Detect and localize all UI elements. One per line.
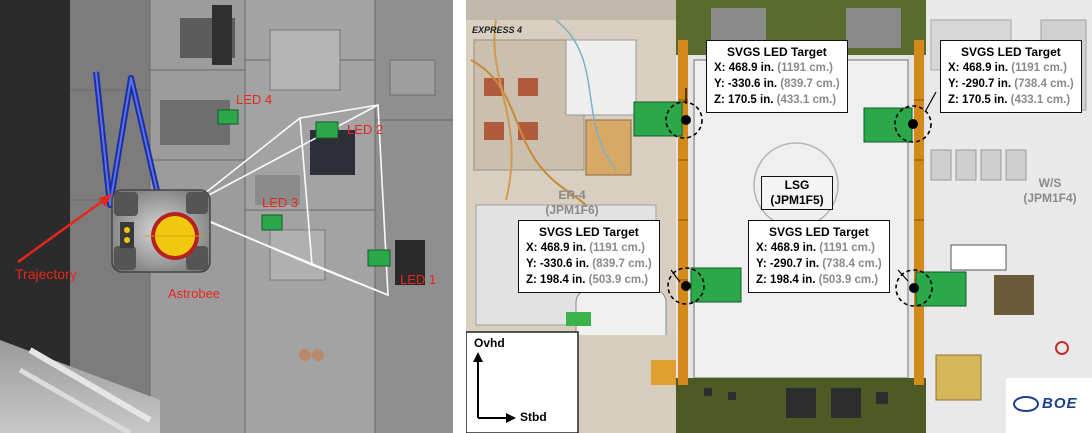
callout-y-row: Y: -330.6 in. (839.7 cm.): [526, 256, 652, 272]
callout-z-row: Z: 198.4 in. (503.9 cm.): [526, 272, 652, 288]
er4-code: (JPM1F6): [545, 203, 599, 217]
callout-z-row: Z: 198.4 in. (503.9 cm.): [756, 272, 882, 288]
led-2-label: LED 2: [347, 122, 384, 137]
led-4-label: LED 4: [236, 92, 273, 107]
callout-y-row: Y: -330.6 in. (839.7 cm.): [714, 76, 840, 92]
y-cm-value: (839.7 cm.): [592, 258, 652, 270]
z-cm-value: (433.1 cm.): [776, 94, 837, 106]
callout-x-row: X: 468.9 in. (1191 cm.): [948, 60, 1074, 76]
ws-name: W/S: [1038, 176, 1062, 190]
callout-x-row: X: 468.9 in. (1191 cm.): [714, 60, 840, 76]
y-cm-value: (738.4 cm.): [1014, 78, 1074, 90]
lsg-zone-label: LSG (JPM1F5): [761, 176, 833, 210]
led-target-bottom-left: [667, 267, 742, 305]
astrobee-robot-graphic: [111, 189, 211, 273]
z-value: Z: 198.4 in.: [526, 274, 586, 286]
led-target-callout-2: SVGS LED Target X: 468.9 in. (1191 cm.) …: [940, 40, 1082, 113]
x-cm-value: (1191 cm.): [589, 242, 645, 254]
callout-title: SVGS LED Target: [726, 45, 827, 59]
ovhd-direction-label: Ovhd: [474, 336, 505, 350]
x-value: X: 468.9 in.: [526, 242, 587, 254]
boeing-logo: BOE: [1042, 395, 1078, 412]
callout-title: SVGS LED Target: [768, 225, 869, 239]
led-target-callout-4: SVGS LED Target X: 468.9 in. (1191 cm.) …: [748, 220, 890, 293]
y-value: Y: -290.7 in.: [948, 78, 1012, 90]
lsg-name: LSG: [784, 178, 810, 192]
callout-z-row: Z: 170.5 in. (433.1 cm.): [714, 92, 840, 108]
y-value: Y: -290.7 in.: [756, 258, 820, 270]
led-target-callout-3: SVGS LED Target X: 468.9 in. (1191 cm.) …: [518, 220, 660, 293]
x-cm-value: (1191 cm.): [1011, 62, 1067, 74]
led-1-label: LED 1: [400, 272, 437, 287]
y-value: Y: -330.6 in.: [526, 258, 590, 270]
z-cm-value: (503.9 cm.): [588, 274, 649, 286]
express-rack-label: EXPRESS 4: [472, 25, 523, 35]
led-target-top-right: [863, 105, 932, 143]
x-value: X: 468.9 in.: [756, 242, 817, 254]
rack-layout-panel: EXPRESS 4 ER-4 (JPM1F6) LSG (JPM1F5) W/S…: [466, 0, 1092, 433]
led-target-top-left: [633, 101, 703, 139]
callout-x-row: X: 468.9 in. (1191 cm.): [526, 240, 652, 256]
z-cm-value: (503.9 cm.): [818, 274, 879, 286]
ws-code: (JPM1F4): [1023, 191, 1077, 205]
callout-y-row: Y: -290.7 in. (738.4 cm.): [756, 256, 882, 272]
iss-scene-panel: LED 4 LED 2 LED 3 LED 1 Trajectory Astro…: [0, 0, 453, 433]
er4-zone-label: ER-4 (JPM1F6): [532, 188, 612, 218]
stbd-direction-label: Stbd: [520, 410, 547, 424]
y-cm-value: (839.7 cm.): [780, 78, 840, 90]
z-value: Z: 198.4 in.: [756, 274, 816, 286]
z-value: Z: 170.5 in.: [948, 94, 1008, 106]
callout-title: SVGS LED Target: [538, 225, 639, 239]
led-3-label: LED 3: [262, 195, 299, 210]
ws-zone-label: W/S (JPM1F4): [1014, 176, 1086, 206]
y-cm-value: (738.4 cm.): [822, 258, 882, 270]
iss-scene-illustration: [0, 0, 453, 433]
callout-z-row: Z: 170.5 in. (433.1 cm.): [948, 92, 1074, 108]
er4-name: ER-4: [558, 188, 586, 202]
x-cm-value: (1191 cm.): [777, 62, 833, 74]
callout-title: SVGS LED Target: [960, 45, 1061, 59]
lsg-code: (JPM1F5): [770, 193, 824, 207]
trajectory-label: Trajectory: [15, 266, 77, 282]
led-target-callout-1: SVGS LED Target X: 468.9 in. (1191 cm.) …: [706, 40, 848, 113]
x-cm-value: (1191 cm.): [819, 242, 875, 254]
z-cm-value: (433.1 cm.): [1010, 94, 1071, 106]
astrobee-label: Astrobee: [168, 286, 221, 301]
x-value: X: 468.9 in.: [714, 62, 775, 74]
x-value: X: 468.9 in.: [948, 62, 1009, 74]
callout-y-row: Y: -290.7 in. (738.4 cm.): [948, 76, 1074, 92]
led-target-bottom-right: [895, 269, 967, 307]
callout-x-row: X: 468.9 in. (1191 cm.): [756, 240, 882, 256]
z-value: Z: 170.5 in.: [714, 94, 774, 106]
y-value: Y: -330.6 in.: [714, 78, 778, 90]
